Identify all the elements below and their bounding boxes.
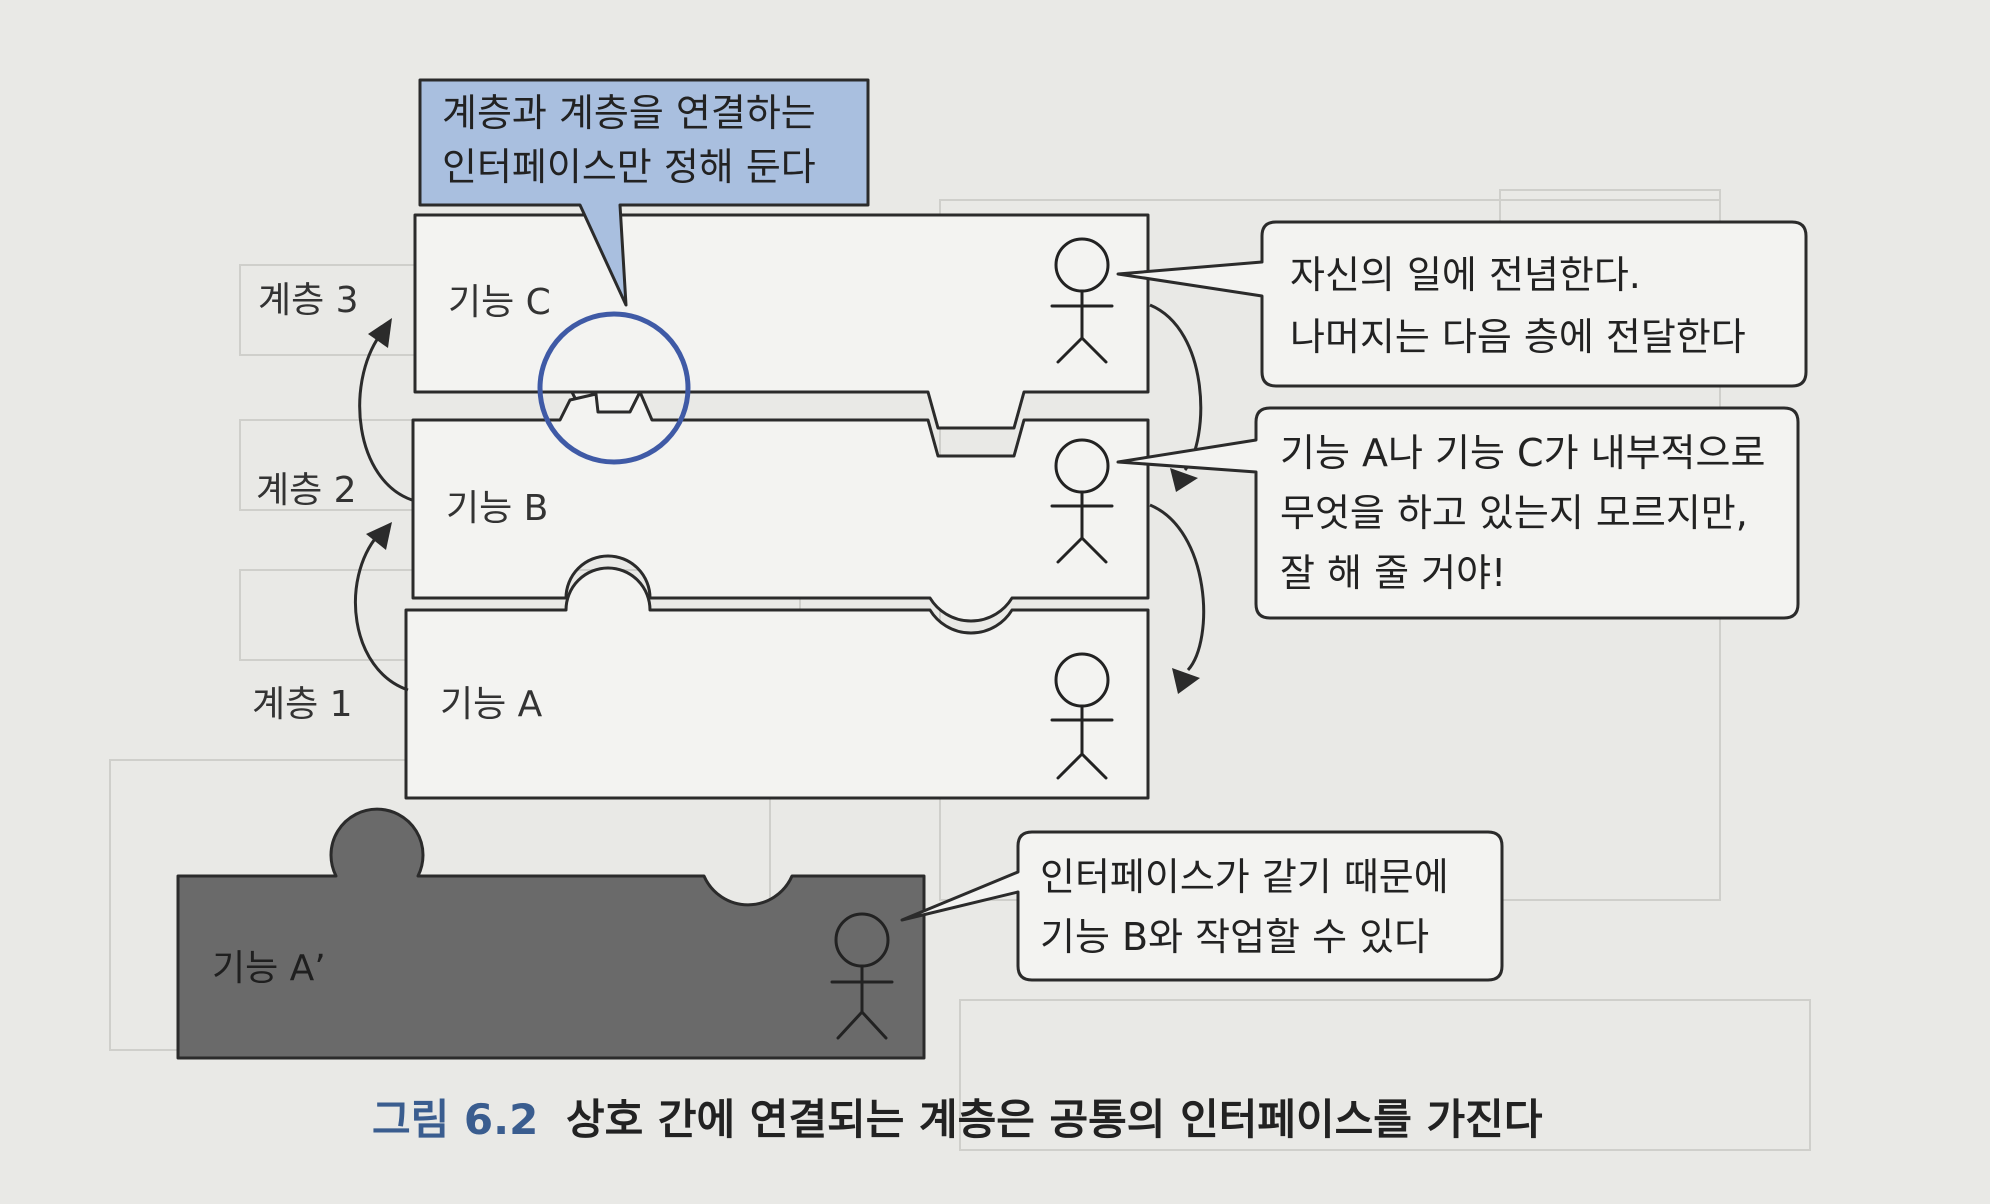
function-a-prime-label: 기능 A’ [212,948,326,989]
interface-highlight-circle [537,311,691,465]
interface-callout-bubble [418,78,870,307]
layer-2-label: 계층 2 [256,470,357,511]
layer-up-arrows [353,318,413,692]
middle-person-line-3: 잘 해 줄 거야! [1280,551,1506,595]
piece-function-b [411,390,1150,623]
function-a-label: 기능 A [440,684,543,725]
top-person-line-1: 자신의 일에 전념한다. [1290,253,1641,297]
middle-person-line-1: 기능 A나 기능 C가 내부적으로 [1280,431,1765,475]
interface-callout-line-2: 인터페이스만 정해 둔다 [442,145,816,189]
dark-person-line-2: 기능 B와 작업할 수 있다 [1040,915,1429,959]
piece-function-a [404,566,1150,800]
middle-person-line-2: 무엇을 하고 있는지 모르지만, [1280,491,1748,535]
interface-callout-line-1: 계층과 계층을 연결하는 [442,91,816,135]
figure-number: 그림 6.2 [372,1095,538,1144]
function-b-label: 기능 B [446,488,548,529]
layer-3-label: 계층 3 [258,280,359,321]
top-person-speech-bubble [1116,220,1808,388]
function-c-label: 기능 C [448,282,551,323]
layer-1-label: 계층 1 [252,684,353,725]
dark-person-line-1: 인터페이스가 같기 때문에 [1040,855,1449,899]
dark-person-speech-bubble [900,830,1504,982]
top-person-line-2: 나머지는 다음 층에 전달한다 [1290,315,1746,359]
pass-down-arrows [1149,303,1206,694]
figure-caption: 상호 간에 연결되는 계층은 공통의 인터페이스를 가진다 [566,1095,1543,1144]
person-layer-3-icon [1050,237,1114,364]
person-layer-1-icon [1050,652,1114,780]
piece-function-a-prime [176,807,926,1060]
person-function-a-prime-icon [830,912,894,1040]
person-layer-2-icon [1050,438,1114,564]
middle-person-speech-bubble [1116,406,1800,620]
